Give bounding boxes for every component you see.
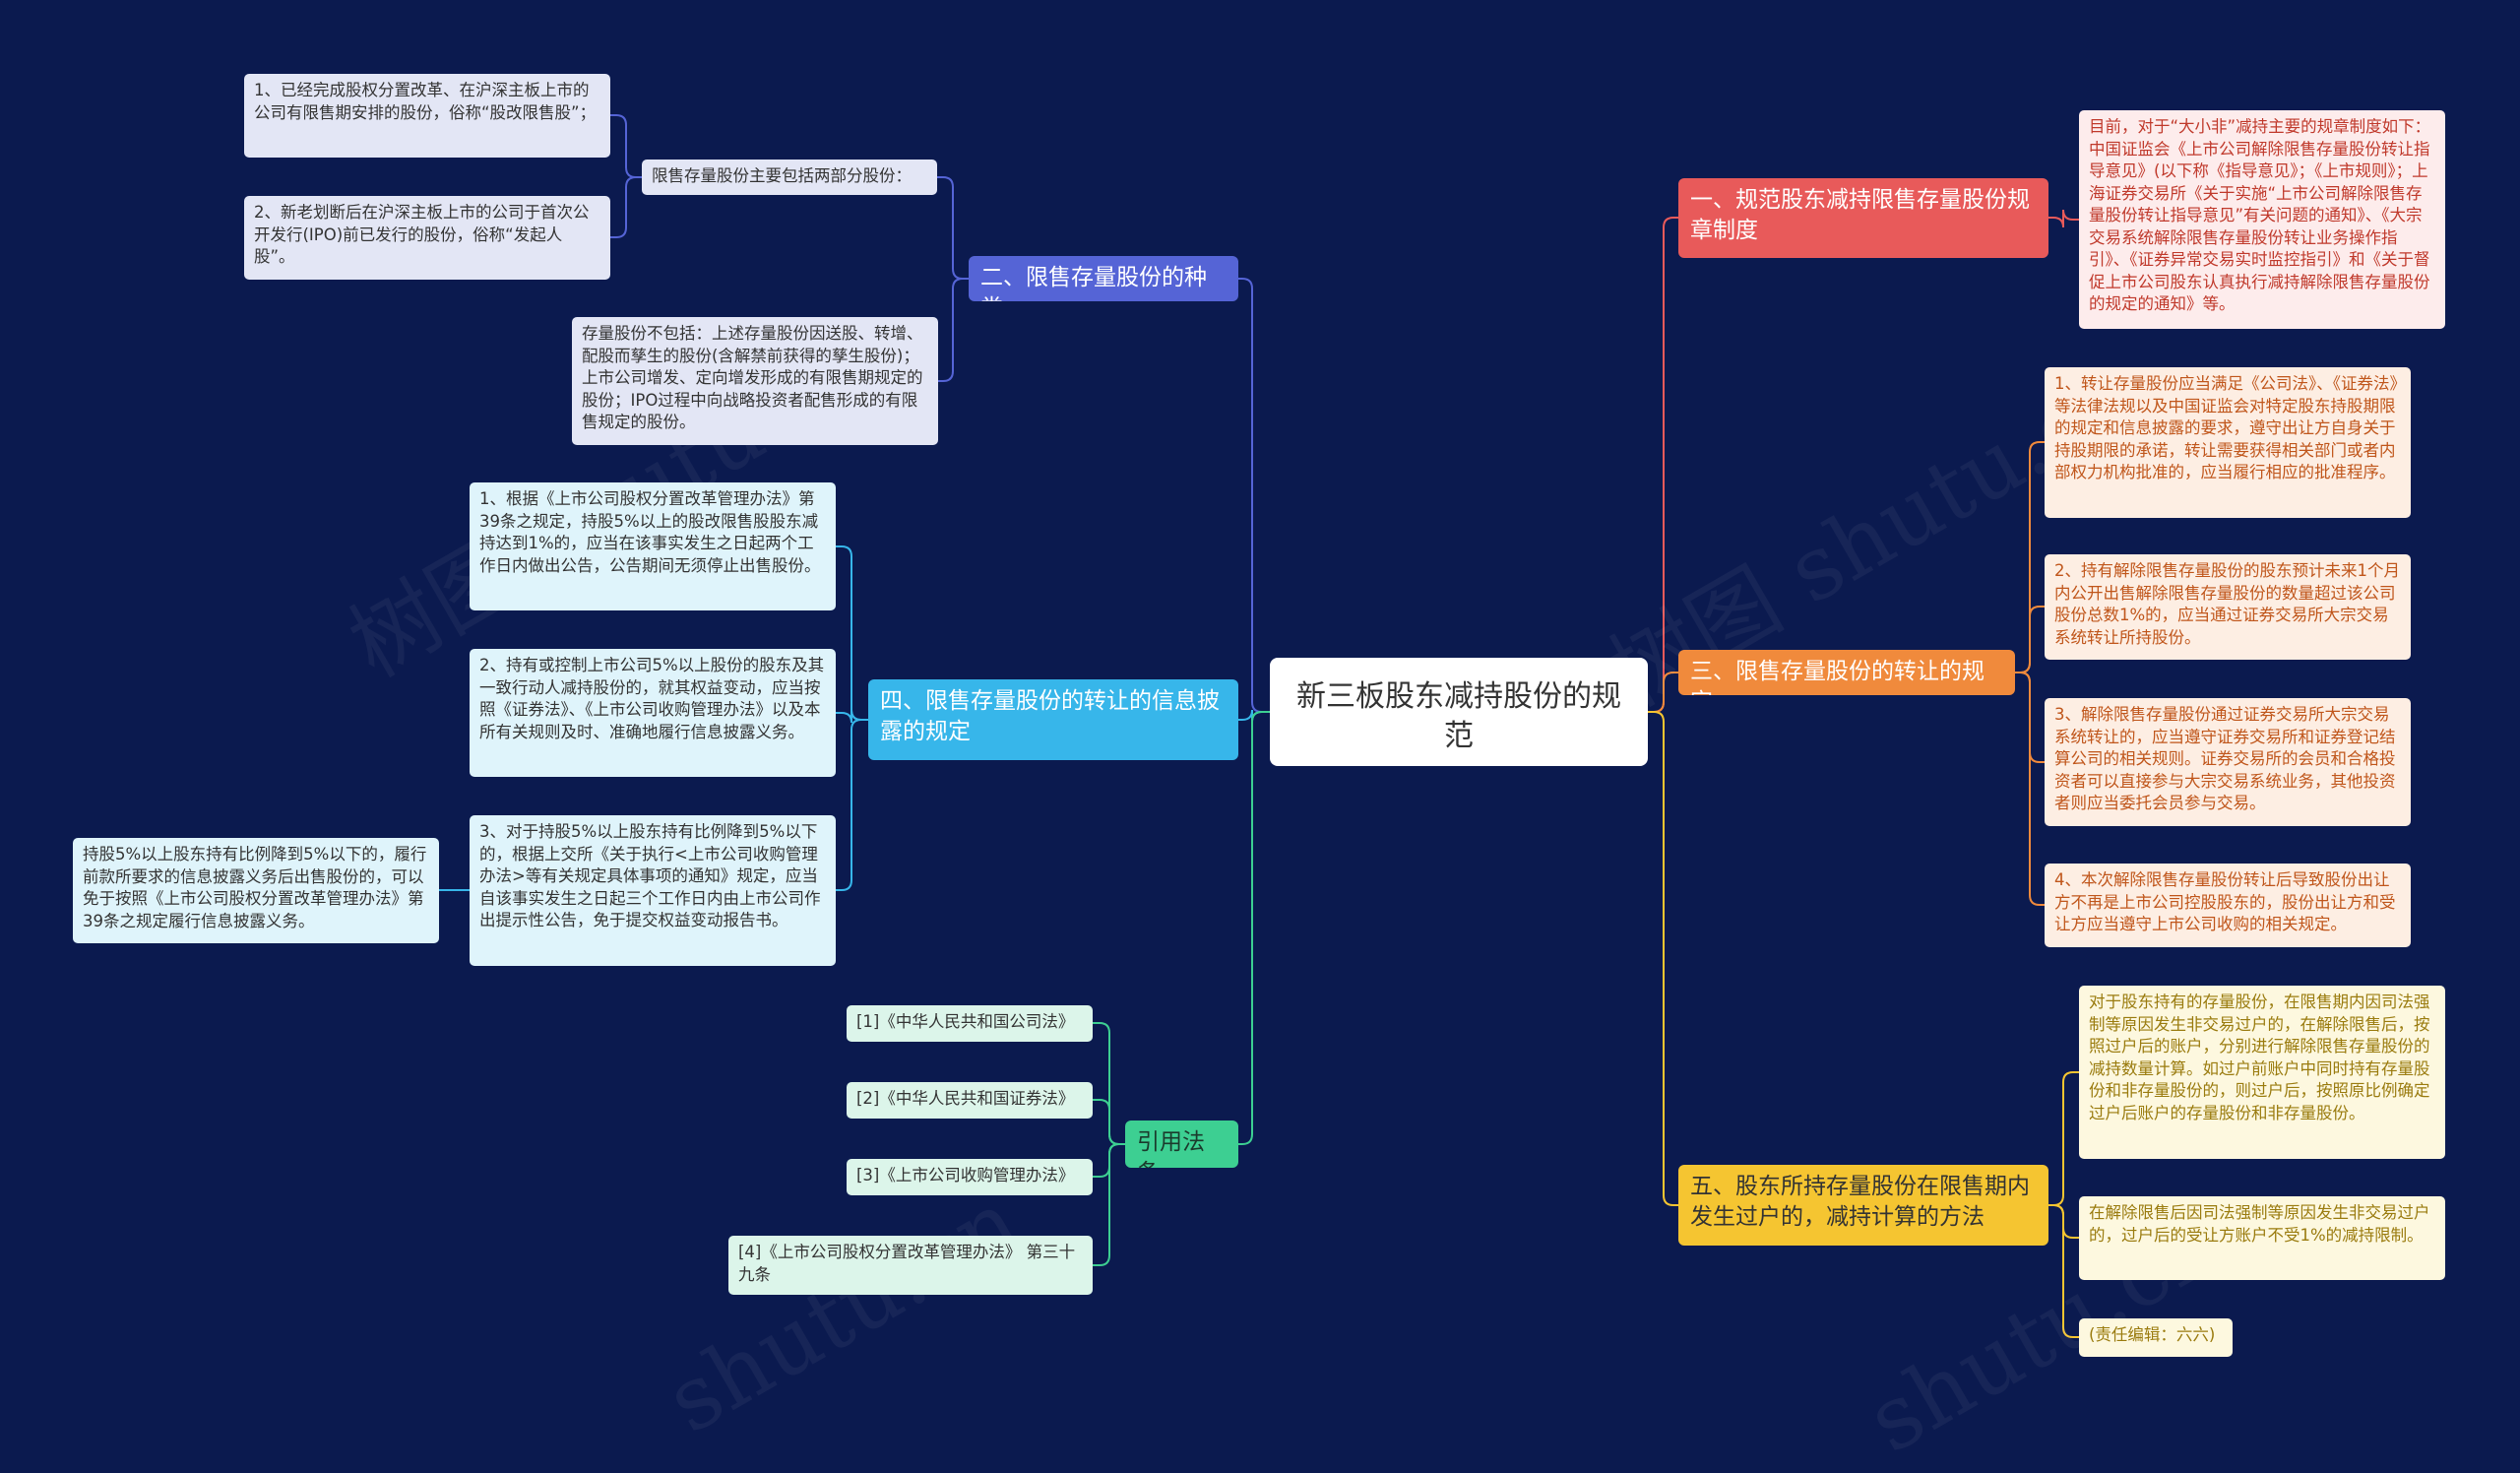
- connector-line: [2048, 1204, 2079, 1338]
- connector-line: [836, 545, 868, 721]
- connector-line: [2015, 672, 2045, 906]
- branch-2-sub-leaf-1[interactable]: 1、已经完成股权分置改革、在沪深主板上市的公司有限售期安排的股份，俗称“股改限售…: [244, 74, 610, 158]
- branch-2-note[interactable]: 存量股份不包括：上述存量股份因送股、转增、配股而孳生的股份(含解禁前获得的孳生股…: [572, 317, 938, 445]
- connector-line: [2048, 209, 2079, 228]
- connector-line: [836, 719, 868, 891]
- branch-6-cited-laws[interactable]: 引用法条: [1125, 1121, 1238, 1168]
- connector-line: [610, 114, 642, 178]
- branch-4-leaf-2[interactable]: 2、持有或控制上市公司5%以上股份的股东及其一致行动人减持股份的，就其权益变动，…: [470, 649, 836, 777]
- branch-4-leaf-3-note[interactable]: 持股5%以上股东持有比例降到5%以下的，履行前款所要求的信息披露义务后出售股份的…: [73, 838, 439, 943]
- branch-2-sub-leaf-2[interactable]: 2、新老划断后在沪深主板上市的公司于首次公开发行(IPO)前已发行的股份，俗称“…: [244, 196, 610, 280]
- connector-line: [1648, 711, 1678, 1206]
- cited-law-1[interactable]: [1]《中华人民共和国公司法》: [847, 1005, 1093, 1042]
- connector-line: [937, 176, 969, 280]
- branch-5-leaf-2[interactable]: 在解除限售后因司法强制等原因发生非交易过户的，过户后的受让方账户不受1%的减持限…: [2079, 1196, 2445, 1280]
- branch-2-share-types[interactable]: 二、限售存量股份的种类: [969, 256, 1238, 301]
- connector-line: [1093, 1143, 1125, 1266]
- connector-line: [2048, 1071, 2079, 1206]
- branch-3-leaf-1[interactable]: 1、转让存量股份应当满足《公司法》、《证券法》等法律法规以及中国证监会对特定股东…: [2045, 367, 2411, 518]
- connector-line: [1238, 711, 1270, 1145]
- cited-law-3[interactable]: [3]《上市公司收购管理办法》: [847, 1159, 1093, 1195]
- branch-5-leaf-1[interactable]: 对于股东持有的存量股份，在限售期内因司法强制等原因发生非交易过户的，在解除限售后…: [2079, 986, 2445, 1159]
- branch-4-leaf-3[interactable]: 3、对于持股5%以上股东持有比例降到5%以下的，根据上交所《关于执行<上市公司收…: [470, 815, 836, 966]
- connector-line: [836, 709, 868, 724]
- connector-line: [2015, 606, 2045, 673]
- connector-lines: [439, 114, 2079, 1338]
- connector-line: [1238, 278, 1270, 713]
- branch-3-leaf-4[interactable]: 4、本次解除限售存量股份转让后导致股份出让方不再是上市公司控股股东的，股份出让方…: [2045, 864, 2411, 947]
- branch-1-regulations[interactable]: 一、规范股东减持限售存量股份规章制度: [1678, 178, 2048, 258]
- branch-1-leaf-1[interactable]: 目前，对于“大小非”减持主要的规章制度如下：中国证监会《上市公司解除限售存量股份…: [2079, 110, 2445, 329]
- branch-4-leaf-1[interactable]: 1、根据《上市公司股权分置改革管理办法》第39条之规定，持股5%以上的股改限售股…: [470, 482, 836, 610]
- branch-5-calculation-method[interactable]: 五、股东所持存量股份在限售期内发生过户的，减持计算的方法: [1678, 1165, 2048, 1246]
- mindmap-canvas: 树图 shutu.cn 树图 shutu.cn shutu.cn shutu.c…: [73, 74, 2445, 1473]
- connector-line: [1093, 1099, 1125, 1145]
- connector-line: [1648, 217, 1678, 713]
- branch-3-transfer-rules[interactable]: 三、限售存量股份的转让的规定: [1678, 650, 2015, 695]
- branch-3-leaf-3[interactable]: 3、解除限售存量股份通过证券交易所大宗交易系统转让的，应当遵守证券交易所和证券登…: [2045, 698, 2411, 826]
- cited-law-2[interactable]: [2]《中华人民共和国证券法》: [847, 1082, 1093, 1119]
- branch-2-sub[interactable]: 限售存量股份主要包括两部分股份：: [642, 160, 937, 195]
- cited-law-4[interactable]: [4]《上市公司股权分置改革管理办法》 第三十九条: [728, 1236, 1093, 1295]
- connector-line: [938, 278, 969, 382]
- connector-line: [1648, 672, 1678, 713]
- branch-5-editor-note[interactable]: (责任编辑：六六): [2079, 1318, 2233, 1357]
- root-topic[interactable]: 新三板股东减持股份的规范: [1270, 658, 1648, 766]
- connector-line: [610, 176, 642, 238]
- branch-4-disclosure-rules[interactable]: 四、限售存量股份的转让的信息披露的规定: [868, 679, 1238, 760]
- branch-3-leaf-2[interactable]: 2、持有解除限售存量股份的股东预计未来1个月内公开出售解除限售存量股份的数量超过…: [2045, 554, 2411, 660]
